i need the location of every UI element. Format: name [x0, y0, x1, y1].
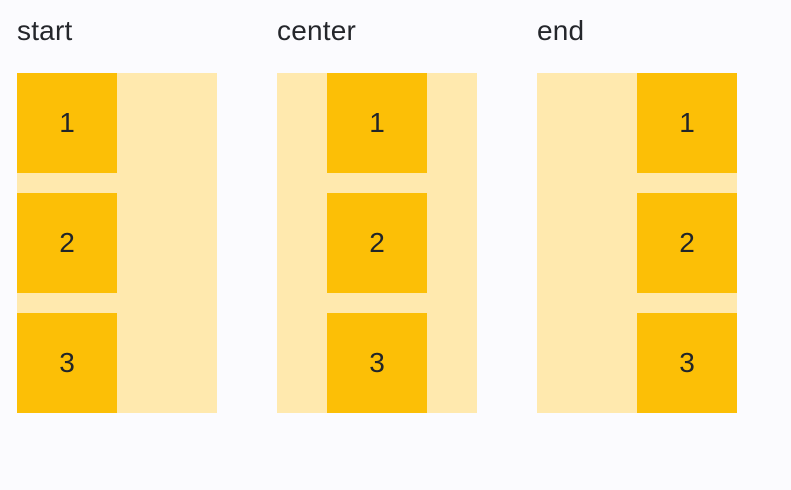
grid-item: 1: [327, 73, 427, 173]
grid-item: 2: [327, 193, 427, 293]
alignment-demo-page: start 1 2 3 center 1 2 3 end 1 2 3: [17, 12, 737, 413]
column-label-end: end: [537, 15, 585, 46]
demo-column-center: center 1 2 3: [277, 12, 477, 413]
demo-column-end: end 1 2 3: [537, 12, 737, 413]
grid-item: 3: [17, 313, 117, 413]
column-label-start: start: [17, 15, 73, 46]
grid-item: 3: [327, 313, 427, 413]
grid-item: 3: [637, 313, 737, 413]
alignment-container-center: 1 2 3: [277, 73, 477, 413]
demo-column-start: start 1 2 3: [17, 12, 217, 413]
alignment-container-start: 1 2 3: [17, 73, 217, 413]
grid-item: 2: [637, 193, 737, 293]
alignment-container-end: 1 2 3: [537, 73, 737, 413]
column-label-center: center: [277, 15, 357, 46]
grid-item: 2: [17, 193, 117, 293]
grid-item: 1: [637, 73, 737, 173]
grid-item: 1: [17, 73, 117, 173]
